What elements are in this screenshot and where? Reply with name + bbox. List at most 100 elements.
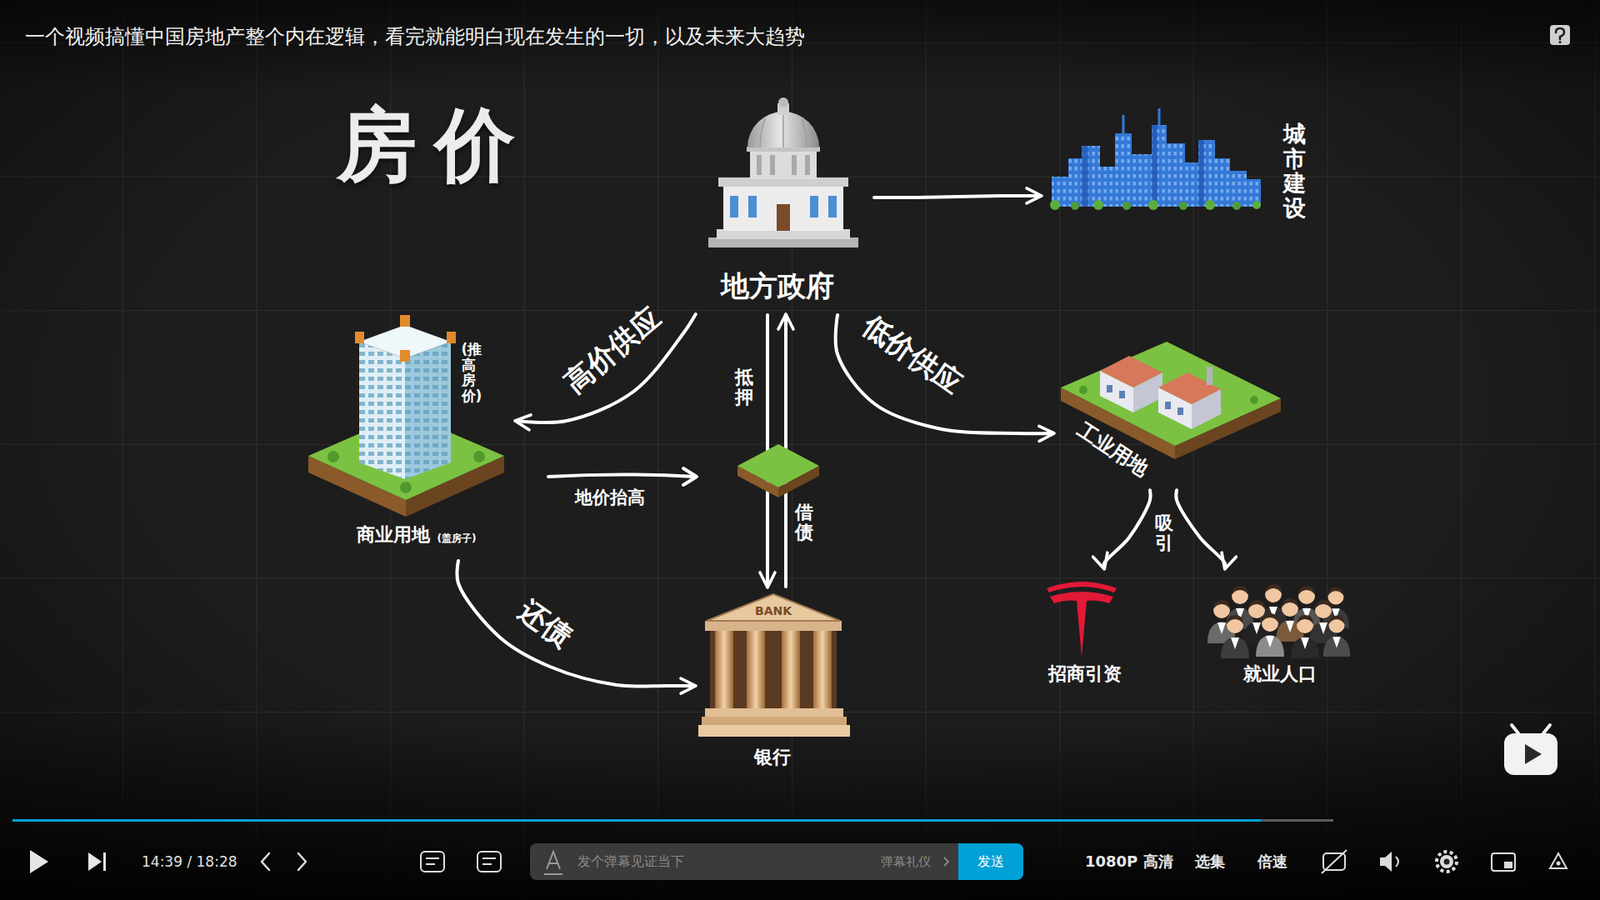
government-building-icon bbox=[770, 155, 775, 175]
bank-icon bbox=[705, 708, 844, 717]
free-label: 选集 bbox=[1195, 852, 1225, 871]
industrial-land-icon bbox=[1165, 401, 1171, 410]
player-control-bar bbox=[1395, 856, 1399, 867]
bilibili-tv-icon bbox=[1525, 744, 1542, 765]
people-icon bbox=[1207, 584, 1350, 659]
connector-arrow bbox=[456, 560, 695, 687]
free-label: 吸引 bbox=[1155, 513, 1174, 554]
edge-label: 抵押 bbox=[735, 367, 754, 408]
government-building-icon bbox=[747, 111, 820, 148]
industrial-land-icon bbox=[1206, 366, 1213, 385]
player-control-bar bbox=[1504, 861, 1513, 869]
bank-icon bbox=[710, 630, 837, 709]
commercial-land-icon bbox=[446, 331, 456, 344]
people-icon bbox=[1220, 615, 1250, 659]
people-icon bbox=[1290, 615, 1320, 659]
government-building-icon bbox=[760, 111, 807, 148]
node-label: 城市建设 bbox=[1283, 121, 1306, 221]
free-label: 1080P 高清 bbox=[1085, 852, 1174, 871]
commercial-land-icon bbox=[405, 341, 451, 480]
node-label: 招商引资 bbox=[1048, 663, 1122, 685]
player-control-bar bbox=[1436, 851, 1457, 872]
city-skyline-icon bbox=[1050, 108, 1261, 210]
connector-arrow bbox=[1175, 490, 1225, 569]
edge-label: 高价供应 bbox=[558, 300, 667, 400]
edge-label: 还债 bbox=[512, 593, 579, 654]
government-building-icon bbox=[791, 155, 797, 175]
node-label: 就业人口 bbox=[1243, 663, 1317, 685]
diagram-node: 地方政府 bbox=[698, 93, 870, 310]
help-icon bbox=[1555, 28, 1565, 40]
land-price-arrow bbox=[683, 468, 697, 485]
government-building-icon bbox=[810, 195, 819, 218]
tesla-logo-icon bbox=[1050, 591, 1114, 657]
government-building-icon bbox=[723, 185, 844, 231]
city-skyline-icon bbox=[1070, 201, 1080, 210]
bank-icon bbox=[701, 716, 847, 725]
player-control-bar bbox=[1491, 853, 1515, 871]
diagram-node: 就业人口 bbox=[1195, 573, 1359, 692]
city-skyline-icon bbox=[1252, 200, 1261, 210]
bank-icon bbox=[698, 725, 850, 737]
diagram-node: 银行 bbox=[700, 591, 849, 775]
commercial-land-icon bbox=[355, 331, 365, 344]
free-label: 一个视频搞懂中国房地产整个内在逻辑，看完就能明白现在发生的一切，以及未来大趋势 bbox=[25, 25, 805, 50]
industrial-land-icon bbox=[1100, 355, 1163, 388]
player-control-bar bbox=[944, 857, 949, 866]
player-control-bar bbox=[1556, 861, 1561, 866]
diagram-node: 招商引资 bbox=[1037, 573, 1134, 692]
player-control-bar bbox=[477, 851, 501, 872]
city-skyline-icon bbox=[1093, 200, 1104, 210]
player-control-bar bbox=[103, 852, 106, 871]
tesla-logo-icon bbox=[1046, 581, 1117, 657]
connector-arrow bbox=[874, 195, 1041, 198]
free-label: BANK bbox=[755, 604, 792, 619]
government-building-icon bbox=[730, 195, 739, 218]
diagram-node: 城市建设 bbox=[1045, 112, 1321, 230]
city-skyline-icon bbox=[1205, 200, 1215, 210]
land-tile-icon bbox=[737, 444, 820, 488]
people-icon bbox=[1255, 613, 1285, 657]
government-building-icon bbox=[708, 97, 859, 248]
connector-layer bbox=[456, 195, 1225, 687]
industrial-land-icon bbox=[1106, 385, 1113, 393]
city-skyline-icon bbox=[1122, 201, 1131, 210]
connector-arrow bbox=[1104, 490, 1151, 569]
government-building-icon bbox=[756, 155, 762, 175]
bank-icon bbox=[781, 630, 800, 709]
bank-icon bbox=[715, 630, 734, 709]
player-control-bar bbox=[12, 819, 1567, 880]
player-control-bar bbox=[425, 858, 440, 865]
node-label: (盖房子) bbox=[437, 532, 477, 545]
diagram-node: 工业用地 bbox=[1058, 333, 1284, 485]
industrial-land-icon bbox=[1119, 390, 1125, 399]
free-label: 14:39 / 18:28 bbox=[141, 853, 238, 870]
free-label: 地价抬高 bbox=[575, 487, 645, 509]
player-control-bar bbox=[1444, 859, 1450, 865]
node-label: 银行 bbox=[754, 746, 791, 769]
city-skyline-icon bbox=[1050, 200, 1060, 210]
government-building-icon bbox=[805, 155, 810, 175]
player-control-bar bbox=[530, 843, 1024, 880]
player-control-bar bbox=[12, 819, 1261, 822]
bank-icon bbox=[813, 630, 832, 709]
player-control-bar bbox=[1321, 850, 1347, 874]
government-building-icon bbox=[750, 150, 817, 180]
player-control-bar bbox=[88, 852, 102, 871]
diagram-node: 商业用地(盖房子)(推高房价) bbox=[306, 320, 511, 556]
city-skyline-icon bbox=[1179, 201, 1188, 210]
people-icon bbox=[1323, 615, 1350, 657]
free-label: 倍速 bbox=[1257, 852, 1288, 871]
node-label: (推高房价) bbox=[461, 341, 476, 405]
help-icon bbox=[1550, 25, 1570, 45]
commercial-land-icon bbox=[473, 450, 485, 463]
player-control-bar bbox=[544, 851, 563, 875]
commercial-land-icon bbox=[400, 350, 410, 362]
industrial-land-icon bbox=[1177, 407, 1184, 415]
player-control-bar bbox=[958, 843, 967, 880]
help-icon bbox=[1550, 25, 1570, 45]
city-skyline-icon bbox=[1198, 140, 1205, 207]
